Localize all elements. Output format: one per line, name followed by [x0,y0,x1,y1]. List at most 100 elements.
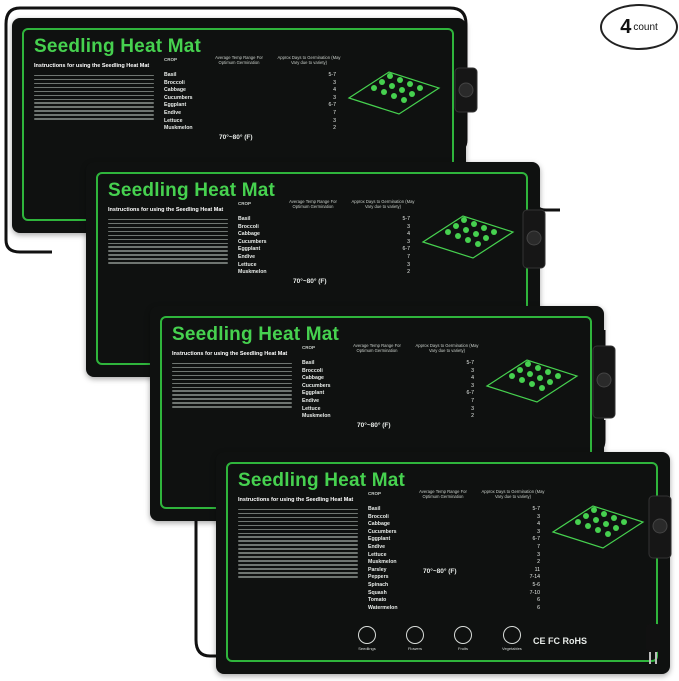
days-item: 5-7 [466,360,475,366]
mat-title: Seedling Heat Mat [34,36,202,57]
temp-column-heading: Average Temp Range For Optimum Germinati… [289,199,337,209]
days-item: 3 [537,551,540,558]
crop-item: Cabbage [302,375,324,382]
crop-item: Lettuce [164,117,183,124]
temp-range: 70°~80° (F) [293,278,327,285]
seedling-tray-icon [347,71,441,115]
crop-item: Cucumbers [302,382,331,389]
days-item: 7-10 [529,589,540,596]
days-item: 2 [537,559,540,566]
crop-item: Eggplant [368,536,391,543]
days-item: 4 [407,231,410,238]
crop-item: Endive [368,543,386,550]
crop-item: Parsley [368,566,387,573]
crop-column-heading: CROP [238,201,252,206]
days-item: 6 [537,597,540,604]
vegetables-icon: Vegetables [502,626,522,651]
instructions-text [108,216,228,266]
days-item: 3 [471,367,474,374]
days-column-heading: Approx Days to Germination (May Vary due… [351,199,415,209]
days-item: 7-14 [529,574,540,581]
days-item: 4 [333,87,336,94]
crop-item: Broccoli [368,513,389,520]
crop-item: Endive [302,397,320,404]
crop-item: Watermelon [368,604,398,611]
crop-item: Endive [238,253,256,260]
days-item: 3 [333,79,336,86]
days-list: 5-7 3 4 3 6-7 7 3 2 11 7-14 5-6 7-10 6 6 [520,506,540,612]
temp-column-heading: Average Temp Range For Optimum Germinati… [353,343,401,353]
crop-item: Muskmelon [164,125,193,132]
days-item: 3 [407,238,410,245]
crop-item: Cucumbers [368,528,397,535]
days-item: 6-7 [402,246,411,253]
crop-item: Broccoli [302,367,323,374]
days-item: 2 [407,269,410,276]
days-list: 5-7 3 4 3 6-7 7 3 2 [316,72,337,133]
crop-list: Basil Broccoli Cabbage Cucumbers Eggplan… [368,506,398,612]
mat-title: Seedling Heat Mat [108,180,276,201]
crop-list: Basil Broccoli Cabbage Cucumbers Eggplan… [164,72,193,133]
days-item: 3 [333,94,336,101]
icon-label: Flowers [407,646,422,651]
crop-item: Basil [164,72,177,78]
mat-border: Seedling Heat Mat Instructions for using… [160,316,592,509]
crop-item: Spinach [368,581,389,588]
temp-range: 70°~80° (F) [357,422,391,429]
crop-item: Muskmelon [368,559,397,566]
icon-label: Vegetables [502,646,522,651]
seedling-tray-icon [551,505,645,549]
mat-title: Seedling Heat Mat [238,470,406,491]
days-item: 6-7 [466,390,475,397]
instructions-heading: Instructions for using the Seedling Heat… [34,63,150,69]
crop-item: Muskmelon [302,413,331,420]
icon-label: Fruits [458,646,468,651]
crop-column-heading: CROP [164,57,178,62]
days-item: 3 [537,528,540,535]
crop-item: Squash [368,589,387,596]
days-item: 6-7 [328,102,337,109]
seedling-tray-icon [421,215,515,259]
crop-item: Peppers [368,574,389,581]
crop-item: Basil [302,360,315,366]
crop-column-heading: CROP [302,345,316,350]
days-item: 5-7 [402,216,411,222]
days-item: 11 [534,566,540,573]
instructions-heading: Instructions for using the Seedling Heat… [172,351,288,357]
crop-item: Cabbage [164,87,186,94]
instructions-text [172,360,292,410]
crop-item: Basil [238,216,251,222]
cord-1-left [4,6,52,254]
crop-item: Endive [164,109,182,116]
mat-border: Seedling Heat Mat Instructions for using… [226,462,658,662]
use-case-icons: Seedlings Flowers Fruits Vegetables [358,626,522,651]
days-column-heading: Approx Days to Germination (May Vary due… [277,55,341,65]
days-item: 4 [537,521,540,528]
cord-1-top [20,6,468,70]
days-item: 3 [407,223,410,230]
days-item: 5-7 [532,506,541,512]
crop-item: Cabbage [238,231,260,238]
days-item: 5-6 [532,581,541,588]
seedlings-icon: Seedlings [358,626,376,651]
crop-column-heading: CROP [368,491,382,496]
crop-item: Broccoli [164,79,185,86]
heat-mat-4: Seedling Heat Mat Instructions for using… [216,452,670,674]
crop-item: Broccoli [238,223,259,230]
crop-item: Cabbage [368,521,390,528]
days-item: 3 [333,117,336,124]
crop-item: Lettuce [368,551,387,558]
days-list: 5-7 3 4 3 6-7 7 3 2 [454,360,475,421]
seedling-tray-icon [485,359,579,403]
days-item: 7 [471,397,474,404]
count-number: 4 [620,15,632,38]
crop-item: Lettuce [302,405,321,412]
days-list: 5-7 3 4 3 6-7 7 3 2 [390,216,411,277]
flowers-icon: Flowers [406,626,424,651]
temp-range: 70°~80° (F) [219,134,253,141]
fruits-icon: Fruits [454,626,472,651]
days-item: 3 [471,405,474,412]
count-word: count [633,21,658,33]
crop-list: Basil Broccoli Cabbage Cucumbers Eggplan… [302,360,331,421]
mat-title: Seedling Heat Mat [172,324,340,345]
